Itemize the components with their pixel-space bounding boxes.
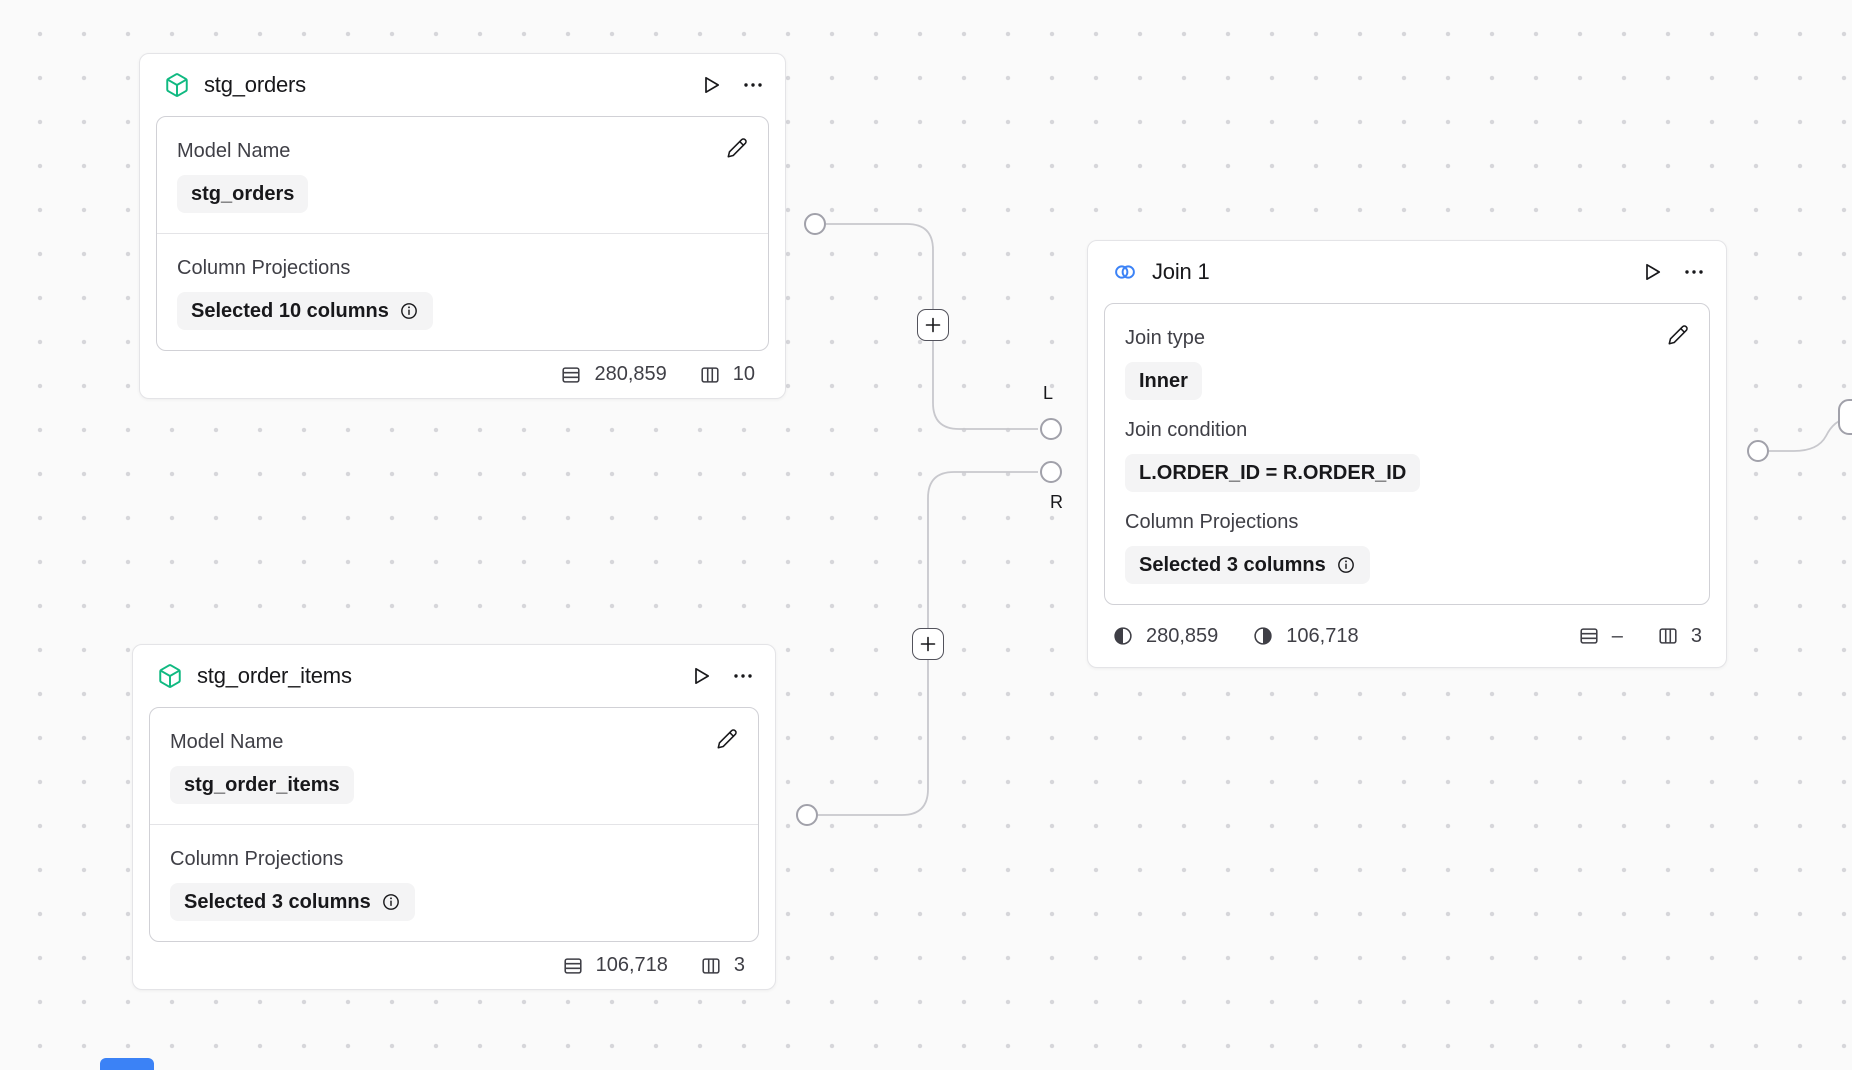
node-menu-button[interactable] [731, 664, 755, 688]
node-config-card: Model Name stg_order_items Column Projec… [149, 707, 759, 942]
node-stats: 280,859 106,718 – 3 [1088, 605, 1726, 667]
plus-icon [921, 313, 945, 337]
node-config-card: Model Name stg_orders Column Projections… [156, 116, 769, 351]
output-port-stg-order-items[interactable] [796, 804, 818, 826]
play-icon [689, 664, 713, 688]
play-icon [699, 73, 723, 97]
ellipsis-icon [741, 73, 765, 97]
pencil-icon [726, 137, 748, 159]
edit-model-button[interactable] [726, 137, 748, 159]
columns-icon [1657, 625, 1679, 647]
node-title: Join 1 [1152, 259, 1210, 284]
column-projections-label: Column Projections [177, 257, 351, 279]
row-count-stat: 106,718 [562, 954, 668, 977]
column-projections-label: Column Projections [170, 848, 344, 870]
column-count: 3 [1690, 624, 1702, 647]
node-menu-button[interactable] [1682, 260, 1706, 284]
column-projections-text: Selected 10 columns [191, 300, 389, 322]
play-icon [1640, 260, 1664, 284]
column-count: 3 [733, 954, 745, 976]
join-output-port[interactable] [1747, 440, 1769, 462]
half-circle-left-icon [1112, 625, 1134, 647]
row-count: 280,859 [594, 363, 667, 385]
model-name-section: Model Name stg_order_items [150, 708, 758, 824]
columns-icon [700, 955, 722, 977]
info-icon[interactable] [381, 892, 401, 912]
model-box-icon [157, 663, 183, 689]
ellipsis-icon [1682, 260, 1706, 284]
edit-model-button[interactable] [716, 728, 738, 750]
model-name-value[interactable]: stg_orders [177, 175, 309, 213]
ellipsis-icon [731, 664, 755, 688]
join-venn-icon [1112, 259, 1138, 285]
column-projections-text: Selected 3 columns [1139, 554, 1326, 576]
column-count: 10 [732, 363, 755, 385]
node-title: stg_orders [204, 72, 306, 97]
node-header: Join 1 [1088, 241, 1726, 303]
join-condition-label: Join condition [1125, 419, 1248, 441]
column-projections-section: Column Projections Selected 10 columns [157, 233, 768, 350]
model-name-label: Model Name [177, 140, 291, 162]
column-count-stat: 3 [1657, 625, 1702, 648]
pencil-icon [1667, 324, 1689, 346]
node-stg-orders[interactable]: stg_orders Model Name stg_orders [139, 53, 786, 399]
column-projections-section: Column Projections Selected 3 columns [150, 824, 758, 941]
column-projections-value[interactable]: Selected 3 columns [170, 883, 415, 921]
join-right-input-port[interactable] [1040, 461, 1062, 483]
join-condition-value[interactable]: L.ORDER_ID = R.ORDER_ID [1125, 454, 1421, 492]
offscreen-node-input-port[interactable] [1838, 399, 1852, 435]
run-node-button[interactable] [689, 664, 713, 688]
run-node-button[interactable] [699, 73, 723, 97]
join-settings-section: Join type Inner Join condition L.ORDER_I… [1105, 304, 1709, 604]
column-projections-value[interactable]: Selected 10 columns [177, 292, 433, 330]
model-box-icon [164, 72, 190, 98]
column-count-stat: 10 [699, 363, 755, 386]
columns-icon [699, 364, 721, 386]
column-projections-value[interactable]: Selected 3 columns [1125, 546, 1370, 584]
join-type-value[interactable]: Inner [1125, 362, 1202, 400]
node-header: stg_order_items [133, 645, 775, 707]
clipped-blue-button[interactable] [100, 1058, 154, 1070]
run-node-button[interactable] [1640, 260, 1664, 284]
column-projections-text: Selected 3 columns [184, 891, 371, 913]
rows-icon [560, 364, 582, 386]
join-left-port-label: L [1043, 383, 1054, 403]
column-projections-label: Column Projections [1125, 511, 1299, 533]
node-menu-button[interactable] [741, 73, 765, 97]
half-circle-right-icon [1252, 625, 1274, 647]
column-count-stat: 3 [700, 954, 745, 977]
edge-join-output[interactable] [1769, 417, 1849, 452]
edit-join-button[interactable] [1667, 324, 1689, 346]
node-config-card: Join type Inner Join condition L.ORDER_I… [1104, 303, 1710, 605]
node-stg-order-items[interactable]: stg_order_items Model Name stg_order_ite [132, 644, 776, 990]
model-name-label: Model Name [170, 731, 284, 753]
node-join-1[interactable]: Join 1 Join type Inner Join cond [1087, 240, 1727, 668]
join-left-input-port[interactable] [1040, 418, 1062, 440]
join-right-port-label: R [1050, 492, 1063, 512]
rows-icon [562, 955, 584, 977]
output-port-stg-orders[interactable] [804, 213, 826, 235]
node-header: stg_orders [140, 54, 785, 116]
add-node-on-edge-button-bottom[interactable] [912, 628, 944, 660]
node-stats: 106,718 3 [133, 942, 775, 989]
model-name-section: Model Name stg_orders [157, 117, 768, 233]
rows-icon [1578, 625, 1600, 647]
row-count: – [1611, 624, 1623, 647]
model-name-value[interactable]: stg_order_items [170, 766, 354, 804]
node-stats: 280,859 10 [140, 351, 785, 398]
add-node-on-edge-button-top[interactable] [917, 309, 949, 341]
row-count-stat: 280,859 [560, 363, 667, 386]
right-row-count: 106,718 [1286, 624, 1359, 647]
right-input-row-count-stat: 106,718 [1252, 624, 1359, 648]
left-input-row-count-stat: 280,859 [1112, 625, 1218, 648]
left-row-count: 280,859 [1146, 624, 1219, 647]
join-type-label: Join type [1125, 327, 1206, 349]
plus-icon [916, 632, 940, 656]
node-title: stg_order_items [197, 663, 352, 688]
pencil-icon [716, 728, 738, 750]
row-count-stat: – [1578, 625, 1623, 648]
info-icon[interactable] [399, 301, 419, 321]
info-icon[interactable] [1336, 555, 1356, 575]
row-count: 106,718 [595, 954, 668, 976]
